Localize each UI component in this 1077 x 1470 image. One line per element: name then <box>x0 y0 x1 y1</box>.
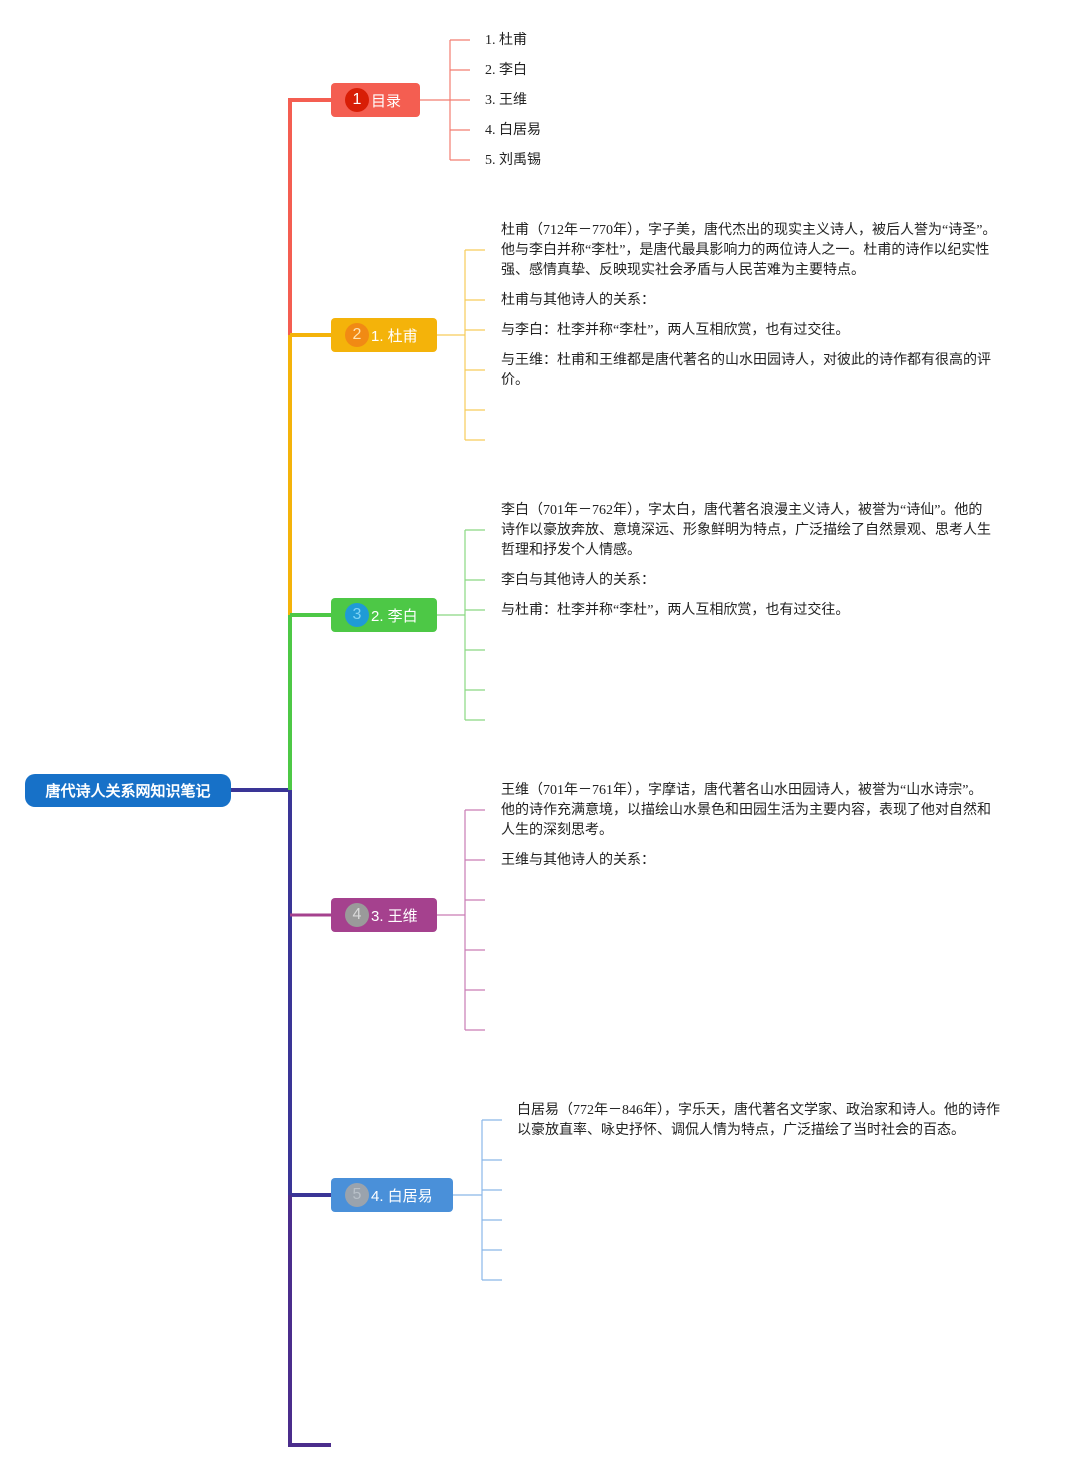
topic-label: 3. 王维 <box>371 907 418 925</box>
toc-item-4[interactable]: 4. 白居易 <box>485 123 541 138</box>
wangwei-intro[interactable]: 王维（701年－761年），字摩诘，唐代著名山水田园诗人，被誉为“山水诗宗”。他… <box>501 783 991 838</box>
topic-wangwei[interactable]: 4 3. 王维 <box>331 898 437 932</box>
number-badge-2: 2 <box>345 323 369 347</box>
root-topic[interactable]: 唐代诗人关系网知识笔记 <box>25 774 231 807</box>
number-badge-5: 5 <box>345 1183 369 1207</box>
dufu-relation-wangwei[interactable]: 与王维：杜甫和王维都是唐代著名的山水田园诗人，对彼此的诗作都有很高的评价。 <box>501 353 991 388</box>
baijuyi-intro[interactable]: 白居易（772年－846年），字乐天，唐代著名文学家、政治家和诗人。他的诗作以豪… <box>517 1103 1000 1138</box>
libai-relations-heading[interactable]: 李白与其他诗人的关系： <box>501 573 655 588</box>
topic-libai[interactable]: 3 2. 李白 <box>331 598 437 632</box>
toc-item-5[interactable]: 5. 刘禹锡 <box>485 153 541 168</box>
topic-label: 4. 白居易 <box>371 1187 433 1205</box>
number-badge-1: 1 <box>345 88 369 112</box>
topic-label: 1. 杜甫 <box>371 327 418 345</box>
topic-baijuyi[interactable]: 5 4. 白居易 <box>331 1178 453 1212</box>
dufu-intro[interactable]: 杜甫（712年－770年），字子美，唐代杰出的现实主义诗人，被后人誉为“诗圣”。… <box>501 223 997 278</box>
toc-item-1[interactable]: 1. 杜甫 <box>485 33 527 48</box>
toc-item-3[interactable]: 3. 王维 <box>485 93 527 108</box>
number-badge-4: 4 <box>345 903 369 927</box>
libai-relation-dufu[interactable]: 与杜甫：杜李并称“李杜”，两人互相欣赏，也有过交往。 <box>501 603 850 618</box>
topic-toc[interactable]: 1 目录 <box>331 83 420 117</box>
wangwei-relations-heading[interactable]: 王维与其他诗人的关系： <box>501 853 655 868</box>
topic-label: 目录 <box>371 92 402 110</box>
number-badge-3: 3 <box>345 603 369 627</box>
dufu-relations-heading[interactable]: 杜甫与其他诗人的关系： <box>501 293 655 308</box>
topic-dufu[interactable]: 2 1. 杜甫 <box>331 318 437 352</box>
libai-intro[interactable]: 李白（701年－762年），字太白，唐代著名浪漫主义诗人，被誉为“诗仙”。他的诗… <box>501 503 991 558</box>
dufu-relation-libai[interactable]: 与李白：杜李并称“李杜”，两人互相欣赏，也有过交往。 <box>501 323 850 338</box>
toc-item-2[interactable]: 2. 李白 <box>485 63 527 78</box>
topic-label: 2. 李白 <box>371 607 418 625</box>
